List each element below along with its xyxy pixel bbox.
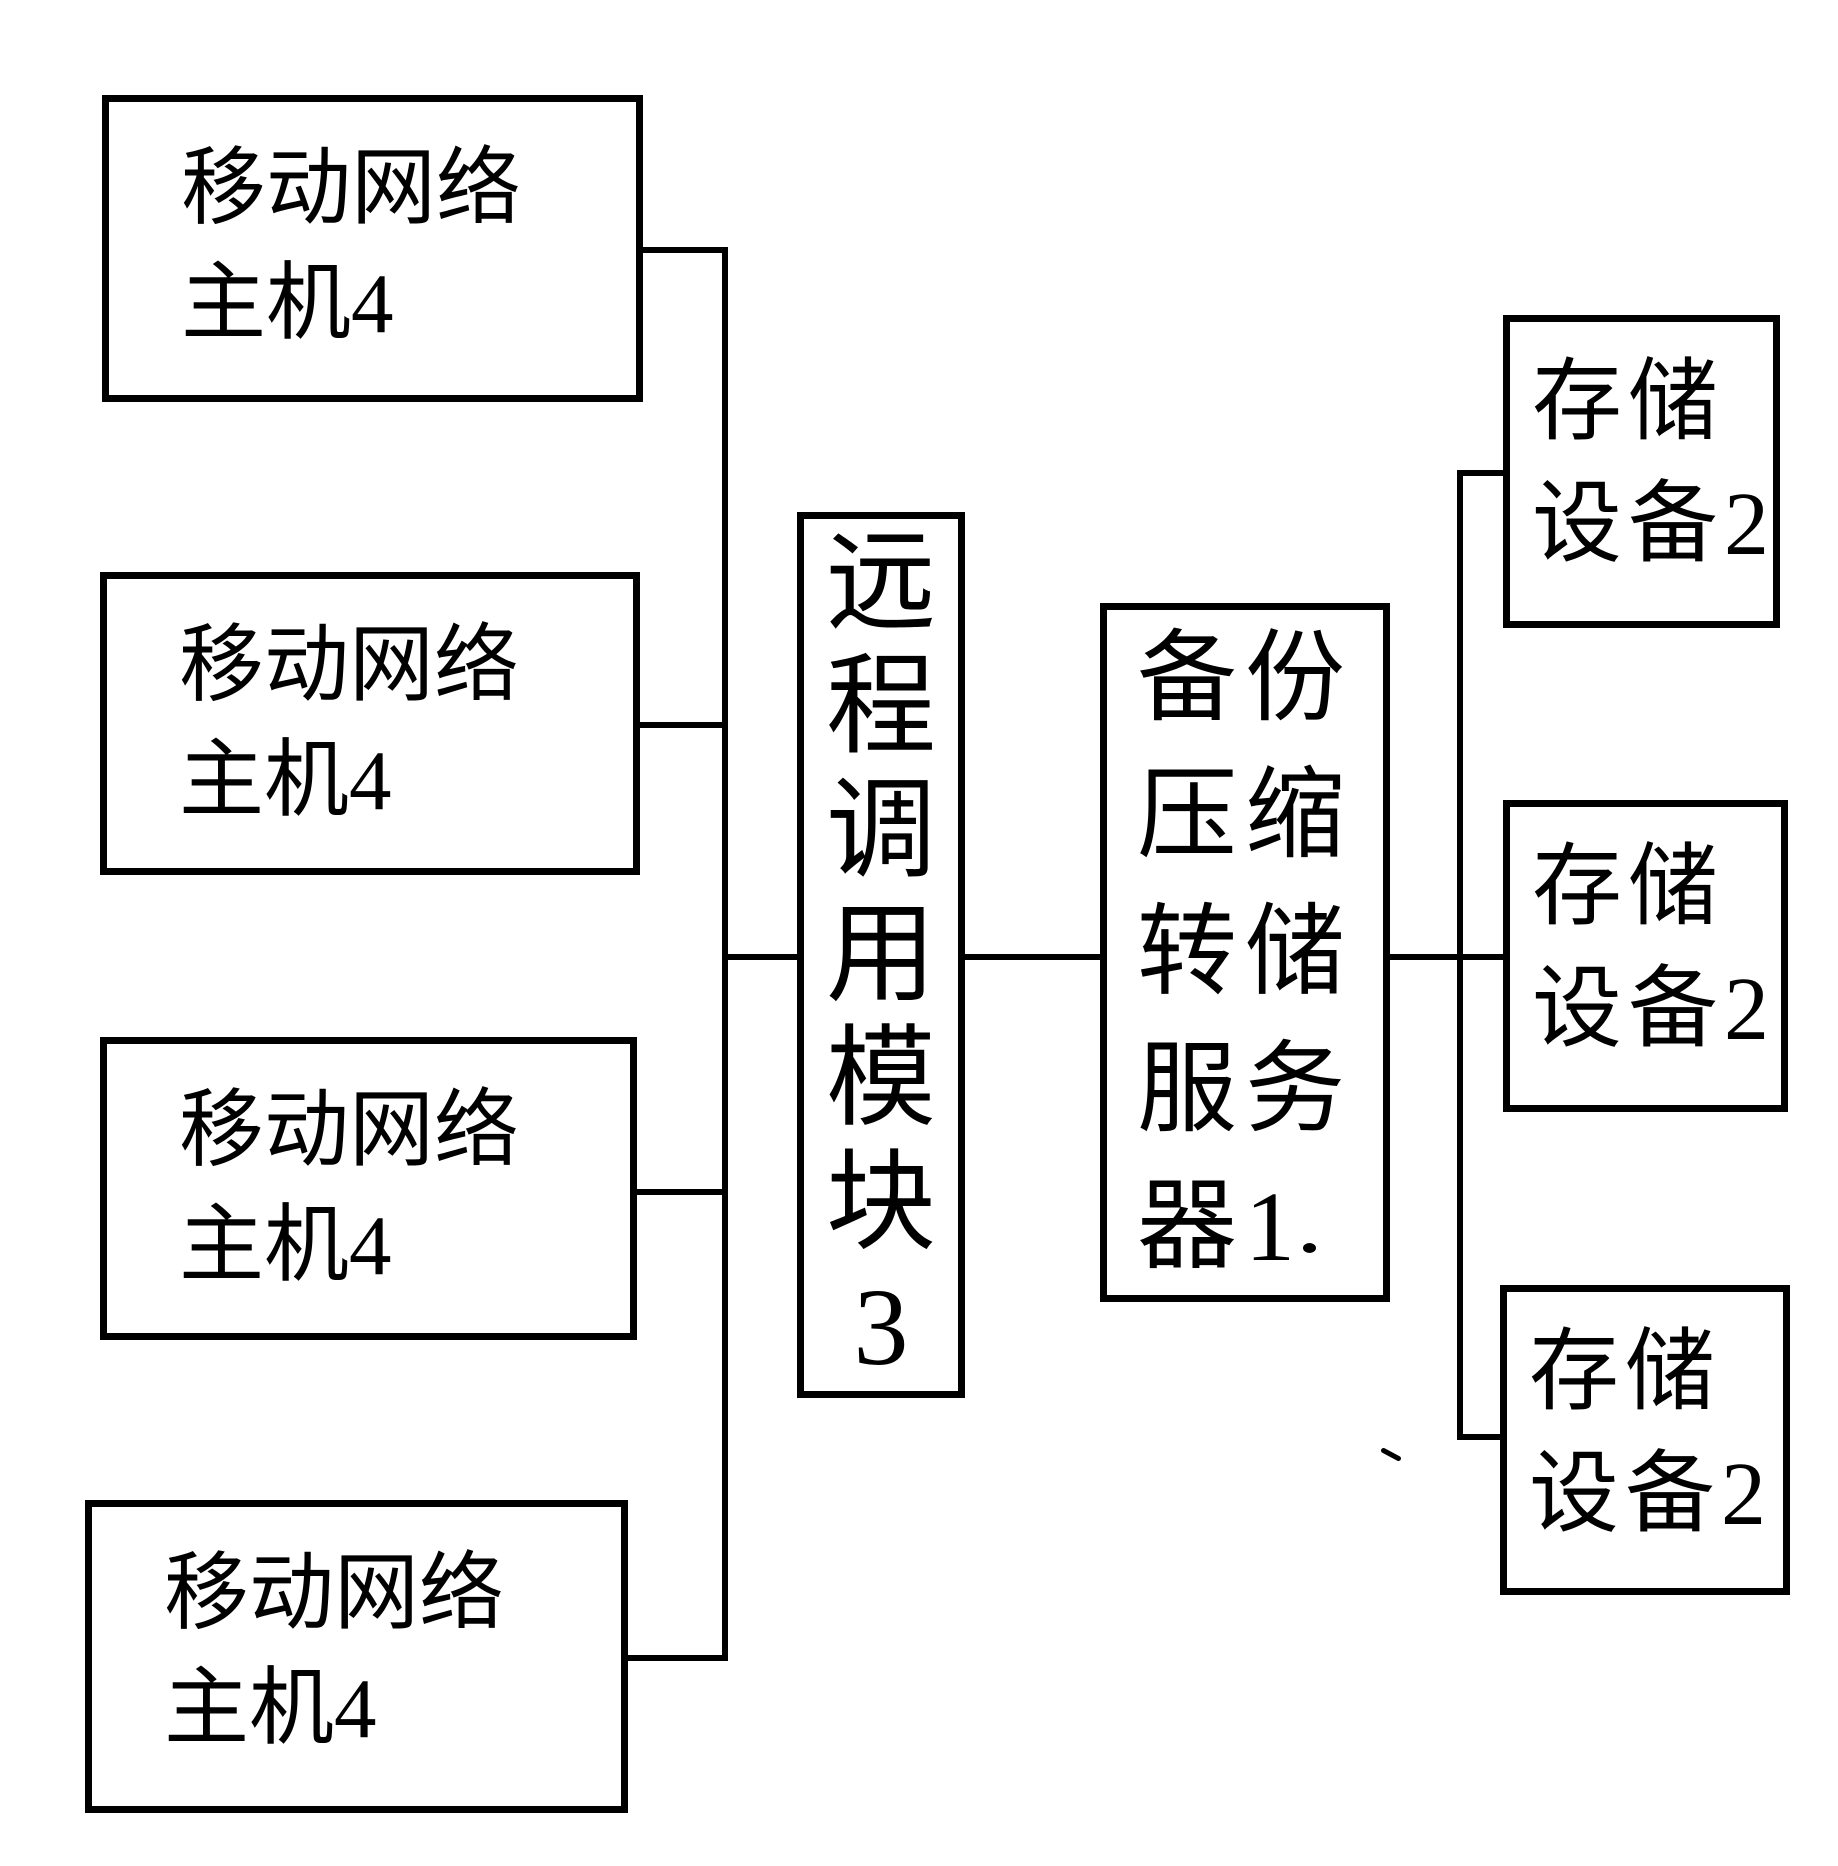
backup-server-label: 备份 压缩 转储 服务 器1 <box>1107 610 1383 1295</box>
host-3-label-line2: 主机4 <box>179 1199 392 1293</box>
mobile-network-host-box-4: 移动网络 主机4 <box>85 1500 628 1813</box>
connector-bus-to-storage1 <box>1457 470 1506 476</box>
host-1-label-line2: 主机4 <box>181 257 394 351</box>
host-2-label-line2: 主机4 <box>179 734 392 828</box>
storage-1-label: 存储 设备2 <box>1510 322 1773 586</box>
host-1-label-line1: 移动网络 <box>181 142 522 236</box>
mobile-network-host-box-3: 移动网络 主机4 <box>100 1037 637 1340</box>
server-label-row2: 压缩 <box>1137 760 1353 871</box>
storage-3-label-line1: 存储 <box>1529 1323 1721 1422</box>
storage-3-label-line2: 设备2 <box>1529 1445 1772 1544</box>
storage-device-box-2: 存储 设备2 <box>1503 800 1788 1112</box>
storage-device-box-1: 存储 设备2 <box>1503 315 1780 628</box>
server-label-row5: 器1 <box>1137 1171 1303 1282</box>
connector-bus-to-module <box>722 954 800 960</box>
storage-1-label-line2: 设备2 <box>1532 475 1775 574</box>
mobile-network-host-box-1: 移动网络 主机4 <box>102 95 643 402</box>
module-char-5: 模 <box>826 1018 936 1140</box>
remote-call-module-label: 远 程 调 用 模 块 3 <box>804 519 958 1389</box>
connector-host2-to-bus <box>637 722 728 728</box>
storage-3-label: 存储 设备2 <box>1507 1292 1783 1556</box>
connector-host3-to-bus <box>634 1189 728 1195</box>
host-2-label: 移动网络 主机4 <box>107 579 633 839</box>
connector-host1-to-bus <box>640 247 728 253</box>
right-bus-line <box>1457 470 1463 1440</box>
module-char-6: 块 <box>826 1142 936 1264</box>
module-char-7: 3 <box>853 1266 909 1388</box>
module-char-3: 调 <box>826 770 936 892</box>
storage-1-label-line1: 存储 <box>1532 353 1724 452</box>
storage-2-label-line1: 存储 <box>1532 838 1724 937</box>
scan-artifact-dot <box>1303 1243 1316 1253</box>
module-char-4: 用 <box>826 894 936 1016</box>
host-2-label-line1: 移动网络 <box>179 619 520 713</box>
server-label-row1: 备份 <box>1137 623 1353 734</box>
connector-bus-to-storage3 <box>1457 1434 1503 1440</box>
storage-device-box-3: 存储 设备2 <box>1500 1285 1790 1595</box>
host-3-label-line1: 移动网络 <box>179 1084 520 1178</box>
module-char-1: 远 <box>826 522 936 644</box>
server-label-row3: 转储 <box>1137 897 1353 1008</box>
host-4-label: 移动网络 主机4 <box>92 1507 621 1767</box>
scan-artifact-tick <box>1380 1447 1402 1462</box>
storage-2-label: 存储 设备2 <box>1510 807 1781 1071</box>
mobile-network-host-box-2: 移动网络 主机4 <box>100 572 640 875</box>
server-label-row4: 服务 <box>1137 1034 1353 1145</box>
remote-call-module-box: 远 程 调 用 模 块 3 <box>797 512 965 1398</box>
storage-2-label-line2: 设备2 <box>1532 960 1775 1059</box>
connector-module-to-server <box>962 954 1103 960</box>
module-char-2: 程 <box>826 646 936 768</box>
backup-server-box: 备份 压缩 转储 服务 器1 <box>1100 603 1390 1302</box>
host-1-label: 移动网络 主机4 <box>109 102 636 362</box>
host-4-label-line2: 主机4 <box>164 1662 377 1756</box>
host-4-label-line1: 移动网络 <box>164 1547 505 1641</box>
connector-server-to-storage2 <box>1387 954 1506 960</box>
connector-host4-to-bus <box>625 1655 728 1661</box>
host-3-label: 移动网络 主机4 <box>107 1044 630 1304</box>
